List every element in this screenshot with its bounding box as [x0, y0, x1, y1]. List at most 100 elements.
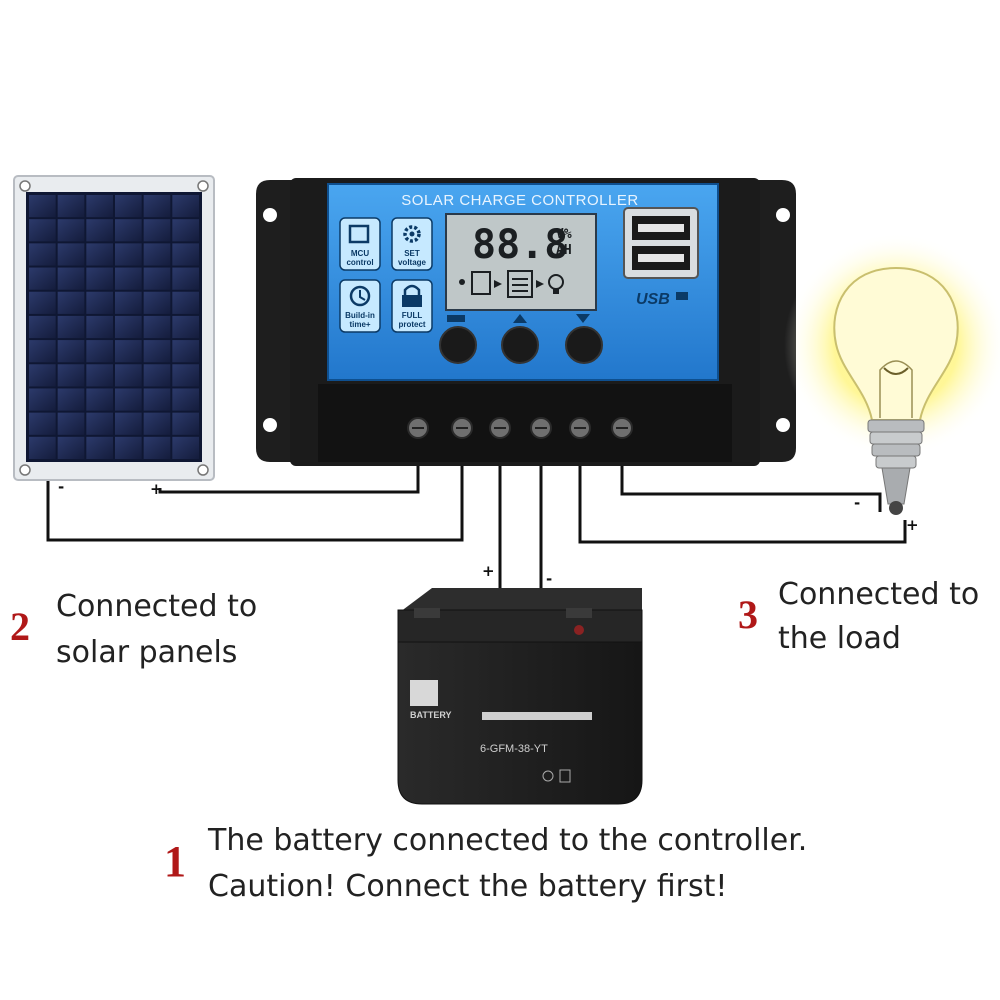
- solar-cell: [57, 291, 85, 314]
- solar-cell: [57, 243, 85, 266]
- feature-icons: MCU control SET voltage Build-in time+ F…: [339, 217, 433, 333]
- flow-icons: [459, 270, 564, 298]
- solar-cell: [115, 243, 142, 266]
- bulb-contact: [889, 501, 903, 515]
- down-button[interactable]: [565, 326, 603, 364]
- gear-icon: [391, 217, 433, 271]
- mount-hole: [19, 180, 31, 192]
- warning-icon: [559, 769, 571, 783]
- step-text-line2: solar panels: [56, 635, 237, 670]
- battery-brand: BATTERY: [410, 710, 452, 720]
- solar-cell: [172, 436, 199, 459]
- solar-cell: [115, 291, 142, 314]
- solar-cell: [143, 412, 171, 435]
- mount-hole: [776, 418, 790, 432]
- solar-cell: [115, 364, 142, 387]
- icon-label: FULL: [402, 311, 423, 320]
- wire-solar-negative: [46, 440, 464, 542]
- solar-cell: [57, 412, 85, 435]
- lcd-digits: 88.8: [472, 222, 568, 268]
- solar-cell: [86, 340, 113, 363]
- battery-terminal: [414, 608, 440, 618]
- solar-cell: [172, 315, 199, 339]
- wire-load-positive: [578, 440, 907, 544]
- icon-label: control: [346, 258, 373, 267]
- solar-cell: [143, 436, 171, 459]
- up-arrow-icon: [513, 314, 527, 323]
- solar-cell: [29, 267, 56, 290]
- solar-cell: [172, 340, 199, 363]
- icon-label: SET: [404, 249, 420, 258]
- usb-label: USB: [636, 291, 670, 308]
- mount-hole: [19, 464, 31, 476]
- solar-cell: [86, 267, 113, 290]
- menu-icon: [447, 315, 465, 322]
- solar-cell: [57, 436, 85, 459]
- solar-cell: [57, 267, 85, 290]
- battery-plus-sign: +: [482, 562, 495, 580]
- solar-cell: [57, 364, 85, 387]
- solar-cell: [143, 195, 171, 218]
- battery-terminal: [566, 608, 592, 618]
- wire-load-negative: [620, 440, 882, 512]
- icon-label: protect: [398, 320, 425, 329]
- solar-panel: [13, 175, 215, 481]
- solar-cell: [86, 436, 113, 459]
- polarity-signs: - + + - - +: [58, 478, 919, 588]
- solar-cell: [57, 340, 85, 363]
- lcd-display: 88.8 V% AH: [445, 213, 597, 311]
- solar-cell: [143, 219, 171, 242]
- step-text-line1: Connected to: [778, 577, 979, 612]
- bulb-base: [867, 419, 925, 433]
- solar-cell: [29, 219, 56, 242]
- solar-cell: [115, 315, 142, 339]
- solar-cell: [29, 195, 56, 218]
- solar-minus-sign: -: [58, 478, 64, 496]
- icon-label: MCU: [351, 249, 369, 258]
- solar-cell: [172, 267, 199, 290]
- step-text-line1: Connected to: [56, 589, 257, 624]
- solar-cell: [115, 219, 142, 242]
- lcd-unit-top: V%: [556, 227, 572, 242]
- step-3-label: 3 Connected to the load: [738, 577, 979, 656]
- step-1-label: 1 The battery connected to the controlle…: [164, 823, 807, 904]
- solar-cell: [57, 195, 85, 218]
- icon-label: time+: [349, 320, 370, 329]
- solar-cell: [115, 195, 142, 218]
- up-button[interactable]: [501, 326, 539, 364]
- step-number: 2: [10, 604, 30, 649]
- solar-cell: [143, 340, 171, 363]
- solar-cell: [29, 364, 56, 387]
- arrow-icon: [494, 280, 502, 288]
- step-number: 1: [164, 837, 186, 886]
- terminal-block: [407, 417, 633, 439]
- solar-cell: [172, 388, 199, 411]
- solar-cell: [115, 436, 142, 459]
- solar-cell: [86, 412, 113, 435]
- solar-cell: [29, 315, 56, 339]
- battery-logo: [410, 680, 438, 706]
- solar-cell: [172, 364, 199, 387]
- solar-cell: [86, 243, 113, 266]
- menu-button[interactable]: [439, 326, 477, 364]
- panel-mini-icon: [471, 271, 491, 295]
- solar-cell: [172, 219, 199, 242]
- mount-hole: [197, 180, 209, 192]
- solar-cell: [143, 315, 171, 339]
- solar-cell: [115, 340, 142, 363]
- step-text-line2: Caution! Connect the battery first!: [208, 869, 727, 904]
- solar-cell: [143, 267, 171, 290]
- solar-cell: [86, 388, 113, 411]
- light-bulb: [784, 233, 1000, 515]
- solar-cell: [57, 388, 85, 411]
- battery-mini-icon: [507, 270, 533, 298]
- solar-cell: [115, 267, 142, 290]
- down-arrow-icon: [576, 314, 590, 323]
- solar-cell: [172, 195, 199, 218]
- solar-cell: [143, 291, 171, 314]
- solar-cell: [143, 364, 171, 387]
- control-buttons: [439, 314, 603, 364]
- solar-cell: [172, 291, 199, 314]
- solar-cell: [86, 219, 113, 242]
